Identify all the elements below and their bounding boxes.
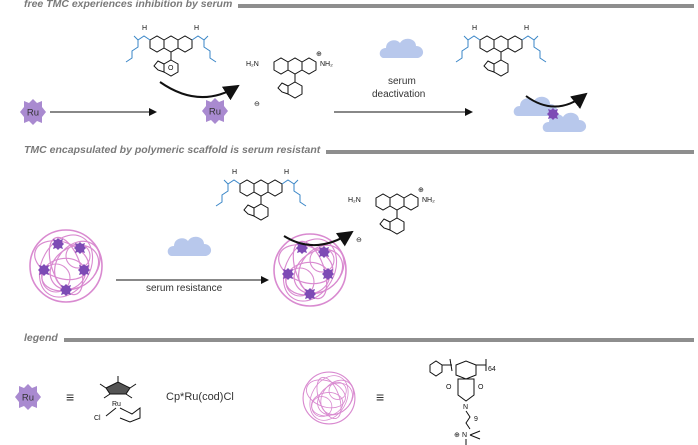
section-3-title: legend (24, 332, 64, 344)
legend-polymer (301, 368, 361, 428)
ru-catalyst-start: Ru (20, 99, 46, 125)
legend-cp-ru: Ru (112, 401, 121, 408)
cp-ru-cod-cl-label: Cp*Ru(cod)Cl (166, 391, 234, 403)
legend-ru: Ru (15, 384, 41, 410)
serum-label: serum (388, 76, 416, 87)
product-2-minus: ⊖ (356, 237, 362, 244)
ru-label: Ru (27, 108, 39, 119)
polymer-structure: 64 O O N 9 N ⊕ (429, 358, 496, 445)
section-1-title: free TMC experiences inhibition by serum (24, 0, 239, 10)
legend-equiv-1: ≡ (66, 389, 75, 405)
substrate-2-h-right: H (284, 169, 289, 176)
legend-cl: Cl (94, 415, 101, 422)
product-2-plus: ⊕ (418, 187, 424, 194)
legend-n9: 9 (474, 416, 478, 423)
product-1-h2n: H₂N (246, 61, 259, 68)
substrate-1-h-left: H (142, 25, 147, 32)
catalysis-curved-arrow-1 (159, 81, 240, 101)
legend-equiv-2: ≡ (376, 389, 385, 405)
product-1-plus: ⊕ (316, 51, 322, 58)
polymer-scaffold-1 (27, 224, 111, 308)
substrate-1-h-right: H (194, 25, 199, 32)
section-1-rule (24, 4, 694, 8)
serum-cloud-icon (379, 38, 424, 58)
substrate-1b: H H (455, 25, 547, 77)
substrate-1-o: O (168, 65, 174, 72)
substrate-2: H H (215, 169, 307, 221)
polymer-scaffold-2 (271, 228, 355, 312)
legend-o-right: O (478, 384, 484, 391)
catalysis-curved-arrow-2 (283, 230, 354, 247)
ru-bound-label: Ru (209, 107, 221, 118)
substrate-1b-h-right: H (524, 25, 529, 32)
deactivation-label: deactivation (372, 89, 426, 100)
blocked-curved-arrow (525, 92, 588, 109)
product-1-nh2: NH₂ (320, 61, 333, 68)
cp-ru-structure: Ru Cl (94, 376, 141, 423)
legend-o-left: O (446, 384, 452, 391)
legend-plus: ⊕ (454, 432, 460, 439)
product-2-nh2: NH₂ (422, 197, 435, 204)
ru-catalyst-bound: Ru (202, 98, 228, 124)
substrate-2-h-left: H (232, 169, 237, 176)
section-2-title: TMC encapsulated by polymeric scaffold i… (24, 144, 327, 156)
section-2-rule (24, 150, 694, 154)
legend-n: N (463, 404, 468, 411)
legend-n-plus: N (462, 432, 467, 439)
substrate-1b-h-left: H (472, 25, 477, 32)
legend-ru-label: Ru (22, 393, 34, 404)
section-3-rule (24, 338, 694, 342)
rhodamine-product-2: H₂N NH₂ ⊕ ⊖ (348, 187, 435, 244)
legend-n64: 64 (488, 366, 496, 373)
substrate-1: H H O (125, 25, 217, 77)
rhodamine-product-1: H₂N NH₂ ⊕ ⊖ (246, 51, 333, 108)
product-1-minus: ⊖ (254, 101, 260, 108)
serum-cloud-2-icon (167, 236, 212, 256)
product-2-h2n: H₂N (348, 197, 361, 204)
serum-resistance-label: serum resistance (146, 283, 223, 294)
